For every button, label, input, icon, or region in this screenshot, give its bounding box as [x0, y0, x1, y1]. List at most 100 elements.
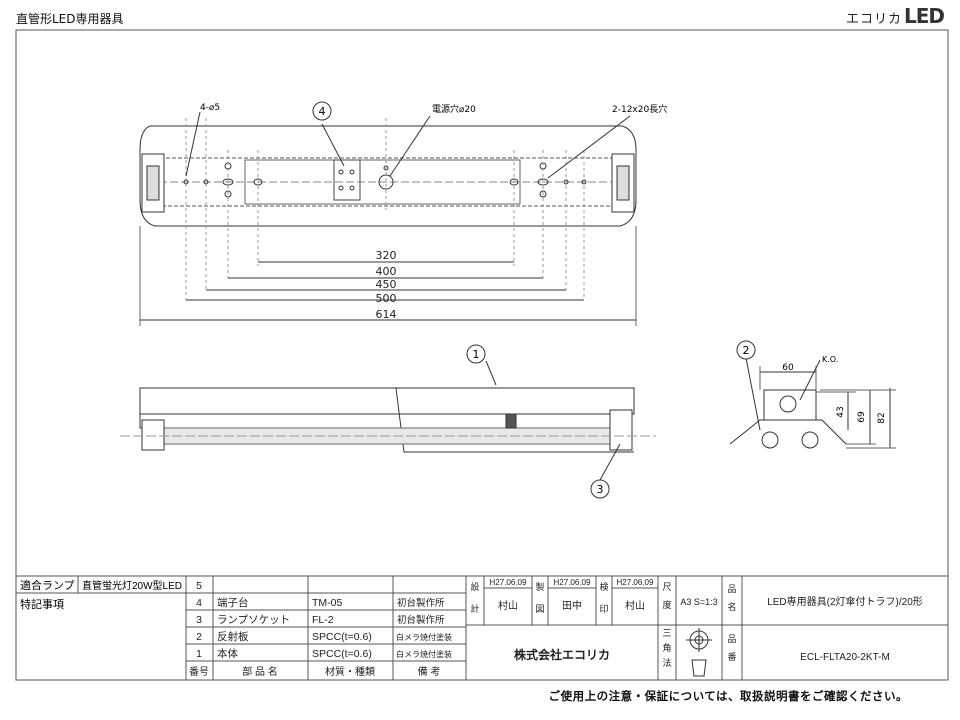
bom-spec-3: FL-2 — [312, 614, 334, 626]
dim-450: 450 — [376, 278, 397, 291]
end-view — [729, 340, 896, 449]
balloon-3 — [590, 479, 610, 499]
slot — [222, 178, 234, 186]
tb-design-label-2: 計 — [470, 603, 479, 614]
side-view — [120, 344, 656, 499]
dim-614: 614 — [376, 308, 397, 321]
bom-name-3: ランプソケット — [217, 614, 290, 626]
dim-43: 43 — [836, 406, 846, 417]
socket-right-inner — [616, 165, 630, 201]
logo-text: エコリカ — [845, 12, 902, 27]
tb-company: 株式会社エコリカ — [514, 647, 610, 662]
tb-scale-label-1: 尺 — [662, 582, 671, 592]
bom-spec-1: SPCC(t=0.6) — [312, 648, 372, 660]
bom-no-2: 2 — [196, 631, 202, 643]
side-socket-right — [609, 409, 633, 451]
end-reflector — [729, 419, 847, 445]
balloon-3-label: 3 — [597, 483, 604, 496]
dim-60: 60 — [782, 363, 794, 373]
bom-name-2: 反射板 — [217, 630, 249, 643]
side-cut-edge — [395, 387, 634, 453]
balloon-4 — [312, 101, 332, 121]
tb-design-label-1: 設 — [470, 581, 479, 592]
tb-check-date: H27.06.09 — [617, 578, 654, 587]
applicable-lamp-value: 直管蛍光灯20W型LED — [82, 579, 182, 592]
end-body — [763, 389, 817, 421]
dim-320: 320 — [376, 249, 397, 262]
end-knockout — [779, 395, 797, 413]
balloon-2 — [736, 340, 756, 360]
balloon-1-label: 1 — [473, 348, 480, 361]
bom-maker-3: 初台製作所 — [397, 614, 445, 626]
tb-check-label-1: 検 — [599, 581, 608, 592]
document-category: 直管形LED専用器具 — [16, 12, 124, 26]
tb-product-no: ECL-FLTA20-2KT-M — [800, 652, 890, 663]
bom-spec-2: SPCC(t=0.6) — [312, 631, 372, 643]
label-slots: 2-12x20長穴 — [612, 103, 667, 115]
bom-spec-4: TM-05 — [312, 597, 342, 609]
tb-product-no-label-2: 番 — [727, 651, 736, 662]
bom-maker-2: 白メラ焼付塗装 — [396, 632, 452, 642]
tb-check-name: 村山 — [625, 599, 645, 612]
tb-projection-label-2: 角 — [662, 642, 671, 653]
tb-drafting-label-2: 図 — [535, 604, 544, 614]
tb-projection-label-3: 法 — [662, 657, 671, 668]
side-lower-edge — [139, 414, 404, 429]
tb-product-name: LED専用器具(2灯傘付トラフ)/20形 — [767, 595, 923, 608]
balloon-2-label: 2 — [743, 344, 750, 357]
bom-no-3: 3 — [196, 614, 202, 626]
bom-no-5: 5 — [196, 580, 202, 592]
slot — [253, 178, 263, 186]
hole — [338, 169, 344, 175]
bom-maker-4: 初台製作所 — [397, 597, 445, 609]
tb-drafting-date: H27.06.09 — [554, 578, 591, 587]
remarks-label: 特記事項 — [20, 597, 64, 611]
plan-view — [139, 101, 637, 326]
tb-drafting-label-1: 製 — [535, 581, 544, 592]
label-knockout: K.O. — [822, 355, 838, 364]
bom-header-remarks: 備 考 — [418, 665, 441, 678]
tb-scale-value: A3 S=1:3 — [680, 597, 717, 607]
terminal-block — [333, 159, 361, 201]
logo-led: LED — [903, 4, 945, 28]
slot — [537, 178, 549, 186]
body-outline — [139, 125, 637, 227]
title-block: 設 計 H27.06.09 村山 製 図 H27.06.09 田中 検 印 H2… — [465, 575, 949, 681]
bom-maker-1: 白メラ焼付塗装 — [396, 649, 452, 659]
slot — [509, 178, 519, 186]
label-power-hole: 電源穴⌀20 — [432, 103, 476, 115]
tb-design-date: H27.06.09 — [490, 578, 527, 587]
balloon-4-label: 4 — [319, 105, 326, 118]
side-socket-left — [141, 419, 165, 451]
side-body — [139, 387, 635, 415]
projection-symbol-icon — [686, 628, 712, 677]
tb-product-no-label-1: 品 — [727, 634, 736, 644]
footer-note: ご使用上の注意・保証については、取扱説明書をご確認ください。 — [548, 689, 908, 703]
tb-drafting-name: 田中 — [562, 599, 582, 612]
label-mounting-holes: 4-⌀5 — [200, 103, 220, 113]
bom-header-no: 番号 — [189, 666, 209, 678]
hole — [539, 190, 547, 198]
bom-name-1: 本体 — [217, 647, 238, 660]
bom-header-spec: 材質・種類 — [325, 665, 375, 678]
bill-of-materials: 適合ランプ 直管蛍光灯20W型LED 特記事項 5 4 端子台 TM-05 初台… — [15, 575, 467, 681]
socket-left-inner — [146, 165, 160, 201]
dim-500: 500 — [376, 292, 397, 305]
end-lamp-right — [801, 431, 819, 449]
end-lamp-left — [761, 431, 779, 449]
bom-header-name: 部 品 名 — [242, 665, 278, 678]
center-plate — [244, 159, 521, 205]
applicable-lamp-label: 適合ランプ — [20, 578, 75, 592]
tb-design-name: 村山 — [498, 599, 518, 612]
bom-no-4: 4 — [196, 597, 202, 609]
tb-scale-label-2: 度 — [662, 599, 671, 610]
dim-400: 400 — [376, 265, 397, 278]
hole — [349, 169, 355, 175]
bom-no-1: 1 — [196, 648, 202, 660]
tb-product-name-label-2: 名 — [727, 601, 736, 612]
hole — [224, 190, 232, 198]
bom-name-4: 端子台 — [217, 596, 249, 609]
side-terminal — [505, 413, 517, 429]
tb-projection-label-1: 三 — [662, 628, 671, 638]
